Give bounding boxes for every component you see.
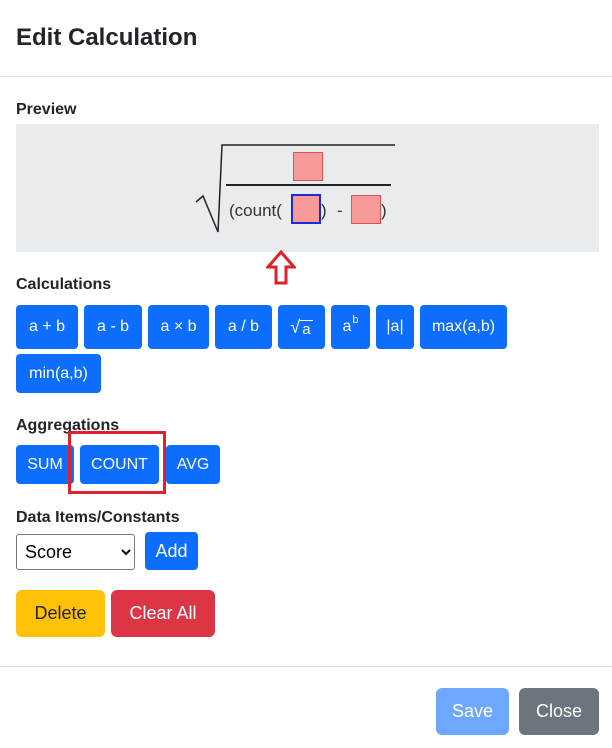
data-items-label: Data Items/Constants — [16, 509, 180, 526]
delete-button[interactable]: Delete — [16, 590, 105, 637]
sqrt-symbol — [195, 144, 395, 233]
power-base: a — [342, 318, 352, 335]
modal-header: Edit Calculation — [0, 0, 612, 77]
divide-button[interactable]: a / b — [215, 305, 272, 349]
numerator-slot[interactable] — [293, 152, 323, 181]
count-button[interactable]: COUNT — [80, 445, 159, 484]
sqrt-button-symbol: √ — [290, 316, 301, 337]
subtrahend-slot[interactable] — [351, 195, 381, 224]
sqrt-button[interactable]: √a — [278, 305, 325, 349]
count-highlight-box — [68, 431, 166, 494]
clear-all-button[interactable]: Clear All — [111, 590, 215, 637]
sum-button[interactable]: SUM — [16, 445, 74, 484]
footer-divider — [0, 666, 612, 667]
multiply-button[interactable]: a × b — [148, 305, 209, 349]
min-button[interactable]: min(a,b) — [16, 354, 101, 393]
modal-title: Edit Calculation — [16, 24, 198, 51]
outer-close-paren: ) — [381, 201, 387, 220]
close-button[interactable]: Close — [519, 688, 599, 735]
calculations-label: Calculations — [16, 276, 112, 293]
sqrt-button-arg: a — [300, 320, 313, 338]
up-arrow-icon — [266, 250, 296, 285]
minus-operator: - — [337, 201, 343, 220]
preview-label: Preview — [16, 101, 77, 118]
avg-button[interactable]: AVG — [166, 445, 220, 484]
preview-area: (count( ) - ) — [16, 124, 599, 252]
add-button[interactable]: a + b — [16, 305, 78, 349]
max-button[interactable]: max(a,b) — [420, 305, 507, 349]
save-button[interactable]: Save — [436, 688, 509, 735]
power-exponent: b — [352, 314, 359, 326]
add-data-item-button[interactable]: Add — [145, 532, 198, 570]
absolute-value-button[interactable]: |a| — [376, 305, 414, 349]
subtract-button[interactable]: a - b — [84, 305, 142, 349]
aggregations-label: Aggregations — [16, 417, 120, 434]
count-close-paren: ) — [321, 201, 327, 220]
count-argument-slot[interactable] — [291, 194, 321, 224]
count-function-text: (count( — [229, 201, 282, 220]
data-item-select[interactable]: Score — [16, 534, 135, 570]
